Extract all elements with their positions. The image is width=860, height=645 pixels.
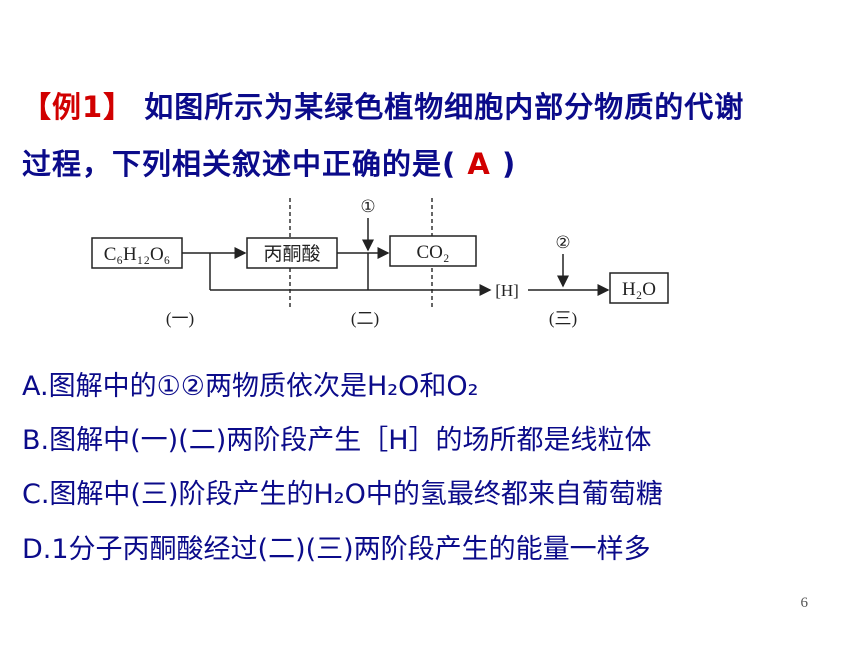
input-2-label: ② xyxy=(555,233,570,252)
co2-label: CO₂ xyxy=(416,242,449,263)
h-label: [H] xyxy=(495,281,519,300)
stage-2-label: (二) xyxy=(351,309,379,328)
option-a: A.图解中的①②两物质依次是H₂O和O₂ xyxy=(22,371,479,402)
option-b: B.图解中(一)(二)两阶段产生［H］的场所都是线粒体 xyxy=(22,425,652,456)
stage-1-label: (一) xyxy=(166,309,194,328)
pyruvate-label: 丙酮酸 xyxy=(263,243,320,265)
metabolism-diagram: C₆H₁₂O₆ 丙酮酸 CO₂ H₂O ① [H] ② (一) (二) (三) xyxy=(91,197,669,328)
example-tag: 【例1】 xyxy=(22,90,134,124)
question-line-1: 【例1】 如图所示为某绿色植物细胞内部分物质的代谢 xyxy=(22,84,744,126)
option-c: C.图解中(三)阶段产生的H₂O中的氢最终都来自葡萄糖 xyxy=(22,479,663,510)
page-number: 6 xyxy=(800,595,809,611)
input-1-label: ① xyxy=(360,197,375,216)
option-d: D.1分子丙酮酸经过(二)(三)两阶段产生的能量一样多 xyxy=(22,534,651,565)
water-label: H₂O xyxy=(622,279,656,300)
water-box xyxy=(609,272,669,304)
question-text-1: 如图所示为某绿色植物细胞内部分物质的代谢 xyxy=(144,90,745,124)
stage-3-label: (三) xyxy=(549,309,577,328)
answer-letter: A xyxy=(467,147,491,181)
question-line-2: 过程，下列相关叙述中正确的是( A ) xyxy=(22,141,516,183)
co2-box xyxy=(389,235,477,267)
glucose-label: C₆H₁₂O₆ xyxy=(104,244,171,265)
question-close-paren: ) xyxy=(501,147,517,181)
question-text-2: 过程，下列相关叙述中正确的是( xyxy=(22,147,457,181)
glucose-box xyxy=(91,237,183,269)
